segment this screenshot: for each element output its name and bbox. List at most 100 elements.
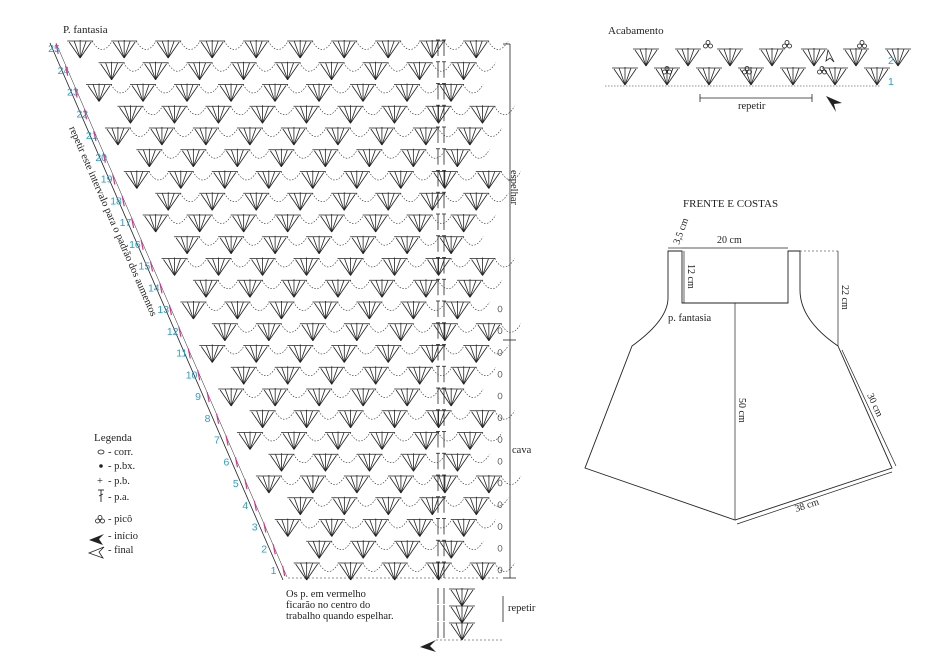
fan-stitch — [387, 322, 415, 342]
column-stitch-block — [436, 452, 503, 470]
fan-stitch — [198, 191, 226, 211]
stitch-row — [286, 496, 509, 516]
fan-stitch — [223, 148, 251, 168]
fan-stitch — [362, 213, 390, 233]
chain-arc — [255, 214, 276, 224]
red-stitch-mark — [93, 130, 97, 142]
slip-stitch-icon — [99, 464, 103, 468]
fan-stitch — [312, 300, 339, 320]
fan-stitch — [695, 66, 723, 86]
main-stitch-chart: P. fantasia repetir este intervalo para … — [48, 24, 536, 652]
right-column-stitches — [436, 39, 503, 578]
row-number: 25 — [48, 43, 60, 55]
red-stitch-mark — [74, 87, 78, 98]
stitch-row — [142, 213, 496, 233]
row-number: 5 — [233, 478, 239, 490]
fan-stitch — [863, 66, 891, 86]
row-number: 1 — [271, 565, 277, 577]
legend-item-pb: + - p.b. — [97, 476, 130, 487]
red-stitch-mark — [225, 435, 229, 446]
chain-arc — [267, 193, 289, 203]
acabamento-stitches — [605, 40, 912, 87]
column-stitch-block — [436, 561, 503, 578]
fan-stitch — [230, 365, 258, 385]
chain-arc — [393, 432, 415, 442]
fan-stitch — [293, 257, 320, 276]
start-arrow-icon — [420, 640, 436, 652]
chain-arc — [198, 236, 220, 246]
chain-arc — [456, 171, 478, 181]
chain-arc — [450, 258, 471, 268]
fan-stitch — [148, 126, 176, 146]
fan-stitch — [400, 452, 427, 472]
red-stitch-mark — [149, 261, 154, 272]
chain-arc — [123, 62, 144, 72]
legend-label: - p.bx. — [108, 461, 135, 472]
red-stitch-mark — [282, 565, 286, 577]
stitch-row — [180, 300, 490, 320]
column-stitch-block — [436, 191, 446, 209]
red-stitch-mark — [216, 413, 220, 424]
chain-arc — [381, 301, 402, 311]
chain-arc — [255, 62, 276, 72]
chain-arc — [494, 562, 515, 572]
fan-stitch — [299, 474, 327, 494]
chain-arc — [481, 127, 503, 137]
column-stitch-block — [436, 39, 446, 56]
chain-arc — [299, 214, 320, 224]
fan-stitch — [374, 496, 402, 516]
chain-arc — [129, 127, 151, 137]
column-stitch-block — [436, 474, 503, 491]
fan-stitch — [387, 170, 415, 189]
stitch-row — [249, 409, 515, 429]
column-stitch-block — [436, 344, 503, 361]
chain-icon — [97, 449, 105, 455]
column-stitch-block — [436, 61, 446, 78]
chain-arc — [311, 193, 333, 203]
chain-arc — [286, 388, 308, 398]
fan-stitch — [448, 587, 476, 607]
chain-arc — [450, 106, 471, 116]
row-number: 20 — [95, 152, 107, 164]
chain-arc — [173, 127, 195, 137]
fan-stitch — [249, 257, 276, 276]
fan-stitch — [337, 561, 365, 581]
fan-stitch — [448, 621, 476, 641]
chain-arc — [456, 475, 478, 485]
fan-stitch — [343, 474, 371, 494]
fan-stitch — [374, 39, 402, 59]
fan-stitch — [255, 170, 283, 189]
fan-stitch — [179, 148, 207, 168]
chain-arc — [469, 454, 490, 464]
chain-arc — [242, 388, 264, 398]
row-number: 3 — [252, 522, 258, 534]
fan-stitch — [437, 387, 465, 407]
chain-arc — [343, 519, 365, 529]
fan-stitch — [779, 66, 807, 86]
double-crochet-icon-slash — [98, 493, 104, 497]
red-stitch-mark — [159, 283, 163, 294]
picot-icon — [782, 40, 792, 49]
fan-stitch — [311, 148, 339, 168]
fan-stitch — [123, 170, 151, 189]
chain-arc — [418, 541, 440, 551]
fan-stitch — [456, 126, 484, 146]
chain-arc — [205, 149, 226, 159]
chain-arc — [305, 127, 327, 137]
chain-arc — [148, 171, 170, 181]
fan-stitch — [406, 213, 434, 233]
chain-arc — [224, 345, 245, 355]
chain-arc — [268, 345, 289, 355]
chain-arc — [481, 432, 503, 442]
fan-stitch — [632, 47, 660, 67]
diagonal-edge-line-inner — [55, 42, 288, 578]
cava-label: cava — [512, 445, 532, 456]
legend-label: - picô — [108, 514, 132, 525]
red-stitch-mark — [112, 174, 116, 185]
stitch-row — [198, 344, 509, 363]
stitch-row — [173, 235, 484, 255]
red-stitch-mark — [168, 304, 173, 316]
fan-stitch — [425, 104, 452, 124]
column-stitch-block — [436, 235, 446, 252]
fan-stitch — [368, 126, 396, 146]
